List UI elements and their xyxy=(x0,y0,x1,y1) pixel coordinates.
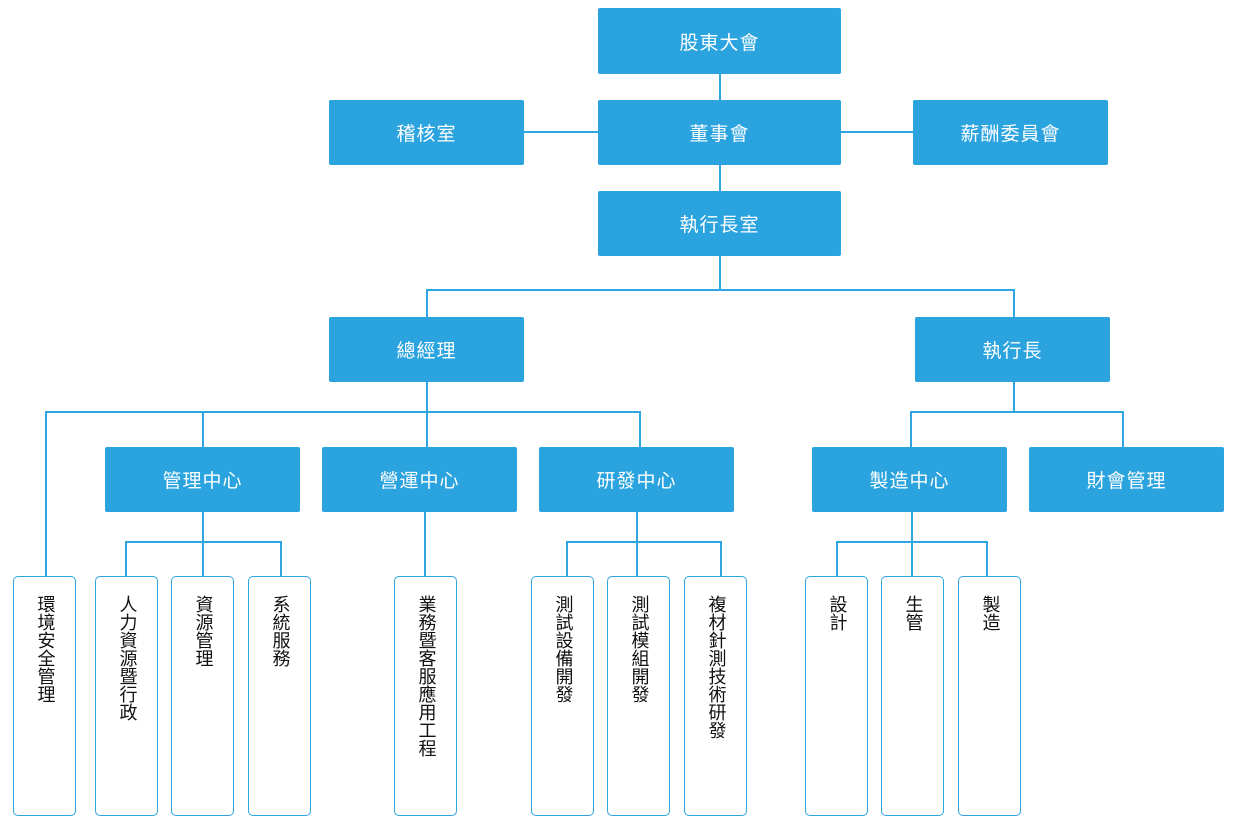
node-rnd-center: 研發中心 xyxy=(539,447,734,512)
connector-line xyxy=(719,74,721,100)
unit-test-equipment-dev: 測試設備開發 xyxy=(531,576,594,816)
connector-line xyxy=(639,411,641,447)
unit-design: 設計 xyxy=(805,576,868,816)
unit-label: 資源管理 xyxy=(192,595,214,667)
unit-label: 業務暨客服應用工程 xyxy=(415,595,437,757)
node-ceo-office: 執行長室 xyxy=(598,191,841,256)
connector-line xyxy=(424,512,426,577)
connector-line xyxy=(911,512,913,542)
connector-line xyxy=(910,411,1124,413)
unit-production-control: 生管 xyxy=(881,576,944,816)
unit-label: 測試設備開發 xyxy=(552,595,574,703)
node-operations-center: 營運中心 xyxy=(322,447,517,512)
connector-line xyxy=(566,541,722,543)
node-management-center: 管理中心 xyxy=(105,447,300,512)
connector-line xyxy=(841,131,913,133)
unit-label: 複材針測技術研發 xyxy=(705,595,727,739)
connector-line xyxy=(125,541,127,577)
unit-label: 系統服務 xyxy=(269,595,291,667)
connector-line xyxy=(719,165,721,191)
node-audit-office: 稽核室 xyxy=(329,100,524,165)
unit-resource-management: 資源管理 xyxy=(171,576,234,816)
connector-line xyxy=(1122,411,1124,447)
connector-line xyxy=(202,512,204,542)
connector-line xyxy=(426,382,428,447)
node-manufacturing-center: 製造中心 xyxy=(812,447,1007,512)
node-shareholders-meeting: 股東大會 xyxy=(598,8,841,74)
connector-line xyxy=(202,541,204,577)
node-ceo: 執行長 xyxy=(915,317,1110,382)
connector-line xyxy=(720,541,722,577)
node-compensation-committee: 薪酬委員會 xyxy=(913,100,1108,165)
node-board-of-directors: 董事會 xyxy=(598,100,841,165)
node-general-manager: 總經理 xyxy=(329,317,524,382)
connector-line xyxy=(910,411,912,447)
unit-label: 製造 xyxy=(979,595,1001,631)
unit-hr-admin: 人力資源暨行政 xyxy=(95,576,158,816)
unit-sales-customer-service: 業務暨客服應用工程 xyxy=(394,576,457,816)
unit-label: 生管 xyxy=(902,595,924,631)
unit-label: 測試模組開發 xyxy=(628,595,650,703)
connector-line xyxy=(280,541,282,577)
connector-line xyxy=(426,289,428,317)
unit-manufacturing: 製造 xyxy=(958,576,1021,816)
connector-line xyxy=(986,541,988,577)
connector-line xyxy=(45,411,641,413)
node-finance-accounting: 財會管理 xyxy=(1029,447,1224,512)
connector-line xyxy=(836,541,838,577)
connector-line xyxy=(426,289,1015,291)
connector-line xyxy=(1013,382,1015,412)
connector-line xyxy=(636,541,638,577)
connector-line xyxy=(911,541,913,577)
connector-line xyxy=(524,131,599,133)
unit-test-module-dev: 測試模組開發 xyxy=(607,576,670,816)
unit-label: 人力資源暨行政 xyxy=(116,595,138,721)
unit-system-services: 系統服務 xyxy=(248,576,311,816)
unit-ehs: 環境安全管理 xyxy=(13,576,76,816)
unit-composite-probe-rnd: 複材針測技術研發 xyxy=(684,576,747,816)
unit-label: 設計 xyxy=(826,595,848,631)
connector-line xyxy=(1013,289,1015,317)
connector-line xyxy=(636,512,638,542)
connector-line xyxy=(719,256,721,290)
connector-line xyxy=(202,411,204,447)
connector-line xyxy=(45,411,47,577)
connector-line xyxy=(566,541,568,577)
unit-label: 環境安全管理 xyxy=(34,595,56,703)
